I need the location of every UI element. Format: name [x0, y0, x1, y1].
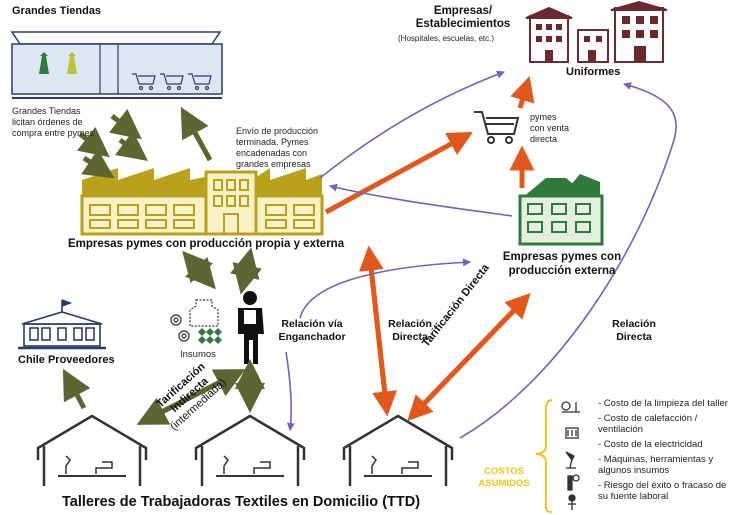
costos-asumidos-line1: COSTOS	[484, 466, 524, 477]
note-envio-line2: terminada. Pymes	[236, 137, 309, 147]
pymes-externa-label: Empresas pymes con producción externa	[482, 250, 642, 278]
line-taller-to-uniformes	[459, 81, 677, 439]
note-envio-line1: Envío de producción	[236, 126, 319, 136]
note-pymes-venta-line1: pymes	[530, 112, 557, 122]
arrow-pymes-person-up	[230, 247, 260, 281]
shopping-cart-icon	[474, 111, 520, 144]
pyme-factory-green-icon	[518, 174, 604, 246]
tools-icon	[567, 474, 580, 491]
relacion-directa-2-line1: Relación	[612, 318, 656, 330]
arrow-pymes-to-cart	[324, 132, 473, 215]
taller-house-2-icon	[194, 414, 306, 486]
cost-item-riesgo: - Riesgo del éxito o fracaso de su fuent…	[598, 480, 727, 502]
note-grandes-tiendas-line2: licitan órdenes de	[12, 117, 83, 127]
arrow-pymes-insumos-up	[182, 250, 214, 284]
insumos-label: Insumos	[180, 349, 216, 360]
empresas-title: Empresas/ Establecimientos	[398, 5, 528, 31]
relacion-directa-2-line2: Directa	[616, 331, 652, 343]
cost-item-electricidad: - Costo de la electricidad	[598, 439, 703, 450]
relacion-directa-1-line2: Directa	[392, 331, 428, 343]
arrow-tarificacion-indirecta-b	[136, 373, 234, 425]
line-enganchador-to-green	[299, 258, 471, 319]
uniformes-label: Uniformes	[566, 66, 621, 78]
note-grandes-tiendas-line1: Grandes Tiendas	[12, 106, 81, 116]
pymes-externa-line2: producción externa	[508, 265, 616, 277]
broom-clock-icon	[561, 401, 580, 413]
enganchador-person-icon	[238, 291, 264, 364]
line-green-to-pymes	[329, 183, 513, 217]
note-envio: Envío de producción terminada. Pymes enc…	[236, 126, 318, 170]
taller-house-1-icon	[36, 414, 148, 486]
store-building-icon	[10, 31, 223, 99]
lamp-icon	[565, 451, 576, 469]
empresas-title-line2: Establecimientos	[415, 18, 511, 30]
cost-item-calefaccion: - Costo de calefacción / ventilación	[598, 413, 698, 435]
relacion-enganchador-line1: Relación vía	[281, 318, 343, 330]
relacion-directa-1-label: Relación Directa	[380, 318, 440, 344]
pymes-externa-line1: Empresas pymes con	[502, 251, 622, 263]
costos-asumidos-line2: ASUMIDOS	[478, 478, 530, 489]
cost-icons	[561, 401, 580, 510]
costos-asumidos-label: COSTOS ASUMIDOS	[470, 466, 538, 490]
arrow-store-to-pymes-2	[108, 108, 142, 140]
note-pymes-venta-line2: con venta	[530, 123, 570, 133]
arrow-taller-to-chile	[62, 368, 91, 410]
cost-item-maquinas: - Máquinas, herramientas y algunos insum…	[598, 454, 714, 476]
olive-arrows	[62, 106, 265, 425]
arrow-pymes-to-store	[180, 106, 213, 162]
taller-house-3-icon	[342, 414, 454, 486]
note-envio-line3: encadenadas con	[236, 148, 308, 158]
talleres-label: Talleres de Trabajadoras Textiles en Dom…	[62, 494, 421, 510]
chile-proveedores-label: Chile Proveedores	[18, 354, 115, 366]
worker-risk-icon	[568, 494, 576, 510]
note-envio-line4: grandes empresas	[236, 159, 311, 169]
empresas-buildings-icon	[525, 0, 668, 63]
heater-icon	[565, 427, 579, 439]
empresas-title-line1: Empresas/	[433, 5, 493, 17]
arrow-store-to-pymes-4	[81, 149, 115, 179]
relacion-enganchador-label: Relación vía Enganchador	[270, 318, 354, 344]
costos-bracket	[535, 399, 553, 513]
relacion-directa-1-line1: Relación	[388, 318, 432, 330]
insumos-icon	[170, 299, 222, 344]
cost-item-limpieza: - Costo de la limpieza del taller	[598, 398, 728, 409]
arrow-tarificacion-directa-b	[407, 300, 524, 422]
grandes-tiendas-title: Grandes Tiendas	[12, 5, 102, 17]
pyme-factory-gold-icon	[80, 168, 324, 236]
note-grandes-tiendas-line3: compra entre pymes	[12, 128, 95, 138]
arrow-store-to-pymes-3	[115, 131, 148, 161]
orange-arrows	[324, 76, 535, 422]
arrow-cart-to-uniformes	[510, 76, 535, 109]
chile-proveedores-building-icon	[18, 299, 106, 350]
arrow-store-to-pymes-1	[76, 126, 110, 158]
note-pymes-venta-line3: directa	[530, 134, 558, 144]
arrow-relacion-directa-b	[358, 245, 389, 405]
pymes-propia-label: Empresas pymes con producción propia y e…	[68, 238, 345, 250]
relacion-enganchador-line2: Enganchador	[278, 331, 346, 343]
purple-lines	[285, 70, 677, 439]
note-pymes-venta: pymes con venta directa	[530, 112, 569, 145]
note-grandes-tiendas: Grandes Tiendas licitan órdenes de compr…	[12, 106, 94, 139]
line-pymes-to-empresas	[319, 70, 505, 179]
relacion-directa-2-label: Relación Directa	[604, 318, 664, 344]
line-enganchador-to-taller	[285, 351, 295, 431]
empresas-subtitle: (Hospitales, escuelas, etc.)	[398, 34, 495, 43]
costs-list: - Costo de la limpieza del taller - Cost…	[598, 398, 738, 506]
